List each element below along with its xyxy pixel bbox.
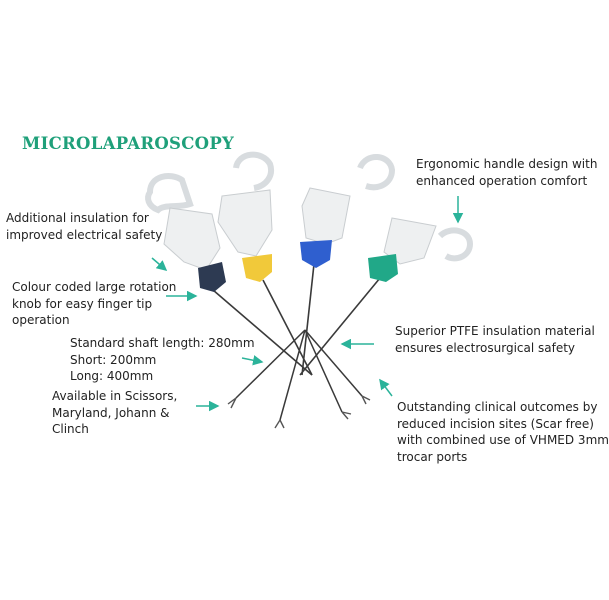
tip-3 <box>341 411 352 420</box>
handle-body-1 <box>163 207 221 271</box>
handle-body-2 <box>217 189 273 257</box>
label-knob-line-3: operation <box>12 313 70 327</box>
label-available-line-2: Maryland, Johann & <box>52 405 170 420</box>
arrow-shaft <box>241 355 264 366</box>
label-shaft-line-3: Long: 400mm <box>70 369 154 383</box>
label-outcomes: Outstanding clinical outcomes by reduced… <box>397 399 609 465</box>
arrow-insulation <box>151 257 168 271</box>
label-ergonomic-line-1: Ergonomic handle design with <box>416 157 598 171</box>
page-title: MICROLAPAROSCOPY <box>22 134 235 153</box>
shaft-lower-1 <box>235 329 306 399</box>
knob-navy <box>198 262 226 292</box>
shaft-lower-2 <box>279 329 306 421</box>
instrument-tips <box>227 395 371 429</box>
label-outcomes-line-1: Outstanding clinical outcomes by <box>397 400 598 414</box>
shaft-lower-3 <box>304 329 343 413</box>
label-ergonomic-line-2: enhanced operation comfort <box>416 173 588 188</box>
label-available-line-3: Clinch <box>52 422 89 436</box>
shaft-1 <box>212 289 313 376</box>
shaft-3 <box>301 263 315 376</box>
label-ptfe-line-2: ensures electrosurgical safety <box>395 340 576 355</box>
label-outcomes-line-4: trocar ports <box>397 449 468 464</box>
label-insulation: Additional insulation for improved elect… <box>6 210 162 243</box>
tip-2 <box>274 419 285 429</box>
label-knob-line-2: knob for easy finger tip <box>12 296 153 311</box>
handle-body-3 <box>301 187 351 245</box>
label-shaft-line-1: Standard shaft length: 280mm <box>70 336 255 350</box>
label-knob: Colour coded large rotation knob for eas… <box>12 279 176 329</box>
label-ergonomic: Ergonomic handle design with enhanced op… <box>416 156 597 189</box>
label-outcomes-line-3: with combined use of VHMED 3mm <box>397 433 609 447</box>
knob-green <box>368 254 398 282</box>
label-shaft-line-2: Short: 200mm <box>70 352 157 367</box>
handle-body-4 <box>383 217 437 265</box>
handle-ring-3 <box>357 154 396 191</box>
label-insulation-line-1: Additional insulation for <box>6 211 149 225</box>
handle-ring-4 <box>437 227 474 262</box>
label-available-line-1: Available in Scissors, <box>52 389 178 403</box>
label-ptfe-line-1: Superior PTFE insulation material <box>395 324 595 338</box>
label-outcomes-line-2: reduced incision sites (Scar free) <box>397 416 594 431</box>
instrument-blue <box>300 154 396 268</box>
tip-1 <box>227 397 237 409</box>
handle-ring-2 <box>233 151 274 191</box>
handle-ring-1 <box>145 173 194 214</box>
tip-4 <box>361 395 371 405</box>
label-insulation-line-2: improved electrical safety <box>6 227 163 242</box>
label-ptfe: Superior PTFE insulation material ensure… <box>395 323 595 356</box>
label-knob-line-1: Colour coded large rotation <box>12 280 177 294</box>
knob-blue <box>300 240 332 268</box>
instrument-yellow <box>217 151 274 282</box>
knob-yellow <box>242 254 272 282</box>
shaft-lower-4 <box>304 329 363 397</box>
instrument-navy <box>145 173 226 292</box>
shaft-2 <box>262 279 313 376</box>
shaft-4 <box>299 277 381 376</box>
instrument-green <box>368 217 474 282</box>
arrow-outcomes <box>379 378 393 397</box>
label-shaft: Standard shaft length: 280mm Short: 200m… <box>70 335 255 385</box>
callout-arrows <box>151 196 464 412</box>
label-available: Available in Scissors, Maryland, Johann … <box>52 388 177 438</box>
instrument-shafts <box>212 263 381 421</box>
